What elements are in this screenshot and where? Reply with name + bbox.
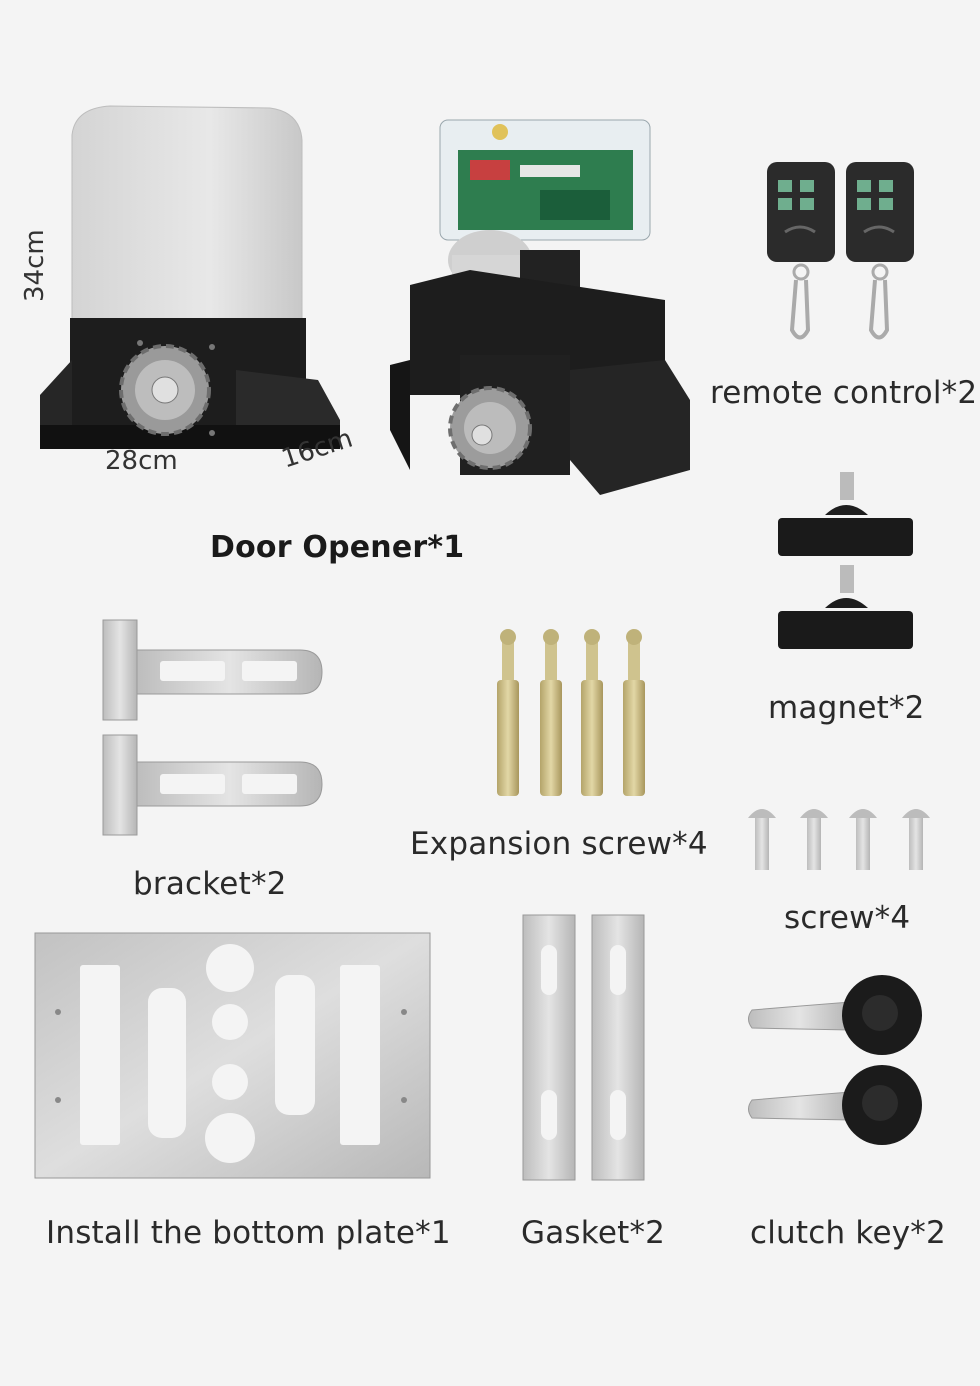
bracket-bottom xyxy=(102,734,323,836)
clutch-key-top xyxy=(748,975,922,1055)
bottom-plate xyxy=(34,932,431,1179)
gasket-left xyxy=(522,914,576,1181)
magnet-top xyxy=(778,472,913,556)
screw-label: screw*4 xyxy=(784,900,911,936)
remote-control-left xyxy=(767,162,835,340)
expansion-screw-label: Expansion screw*4 xyxy=(410,826,708,862)
magnet-bottom xyxy=(778,565,913,649)
screws xyxy=(748,809,930,870)
remote-control-label: remote control*2 xyxy=(710,375,978,411)
door-opener-open xyxy=(390,119,690,495)
bracket-top xyxy=(102,619,323,721)
remote-control-right xyxy=(846,162,914,340)
door-opener-label: Door Opener*1 xyxy=(210,530,465,565)
door-opener-front xyxy=(40,105,340,449)
height-dimension-label: 34cm xyxy=(20,229,50,302)
expansion-screws xyxy=(497,629,645,796)
magnet-label: magnet*2 xyxy=(768,690,925,726)
width-dimension-label: 28cm xyxy=(105,446,178,476)
clutch-key-bottom xyxy=(748,1065,922,1145)
bracket-label: bracket*2 xyxy=(133,866,287,902)
bottom-plate-label: Install the bottom plate*1 xyxy=(46,1215,451,1251)
gasket-label: Gasket*2 xyxy=(521,1215,666,1251)
clutch-key-label: clutch key*2 xyxy=(750,1215,946,1251)
gasket-right xyxy=(591,914,645,1181)
